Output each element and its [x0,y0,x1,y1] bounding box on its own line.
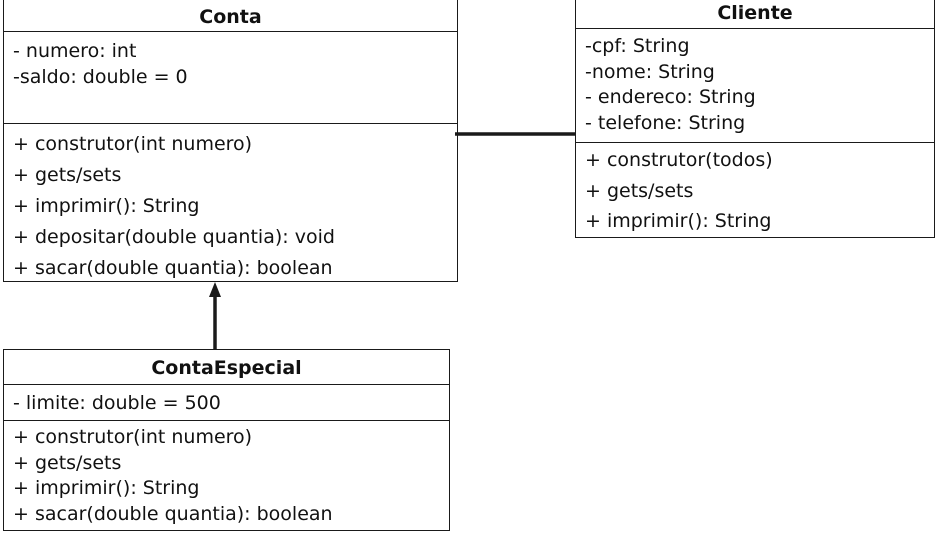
operation-imprimir: + imprimir(): String [585,210,772,232]
class-conta-attributes: - numero: int -saldo: double = 0 [4,32,457,123]
class-cliente-name: Cliente [576,0,934,29]
operation-gets-sets: + gets/sets [13,164,122,186]
operation-construtor: + construtor(int numero) [13,133,253,155]
class-conta-especial-attributes: - limite: double = 500 [4,385,449,420]
inheritance-arrowhead-icon [209,282,221,297]
operation-imprimir: + imprimir(): String [13,477,200,499]
attribute-telefone: - telefone: String [585,111,746,134]
operation-construtor: + construtor(todos) [585,149,773,171]
class-conta: Conta - numero: int -saldo: double = 0 +… [3,0,458,282]
class-cliente-operations: + construtor(todos) + gets/sets + imprim… [576,142,934,237]
operation-depositar: + depositar(double quantia): void [13,226,335,248]
operation-sacar: + sacar(double quantia): boolean [13,257,333,279]
class-cliente-attributes: -cpf: String -nome: String - endereco: S… [576,29,934,142]
class-conta-especial: ContaEspecial - limite: double = 500 + c… [3,349,450,531]
class-conta-name: Conta [4,0,457,32]
operation-sacar: + sacar(double quantia): boolean [13,502,333,525]
class-conta-especial-operations: + construtor(int numero) + gets/sets + i… [4,420,449,527]
class-conta-especial-name: ContaEspecial [4,350,449,385]
operation-construtor: + construtor(int numero) [13,426,253,448]
attribute-saldo: -saldo: double = 0 [13,66,188,88]
attribute-nome: -nome: String [585,60,715,83]
operation-gets-sets: + gets/sets [13,451,122,474]
class-cliente: Cliente -cpf: String -nome: String - end… [575,0,935,238]
attribute-numero: - numero: int [13,40,137,62]
class-conta-operations: + construtor(int numero) + gets/sets + i… [4,123,457,284]
operation-imprimir: + imprimir(): String [13,195,200,217]
attribute-cpf: -cpf: String [585,35,690,57]
attribute-limite: - limite: double = 500 [13,392,221,414]
attribute-endereco: - endereco: String [585,86,756,108]
operation-gets-sets: + gets/sets [585,179,694,202]
